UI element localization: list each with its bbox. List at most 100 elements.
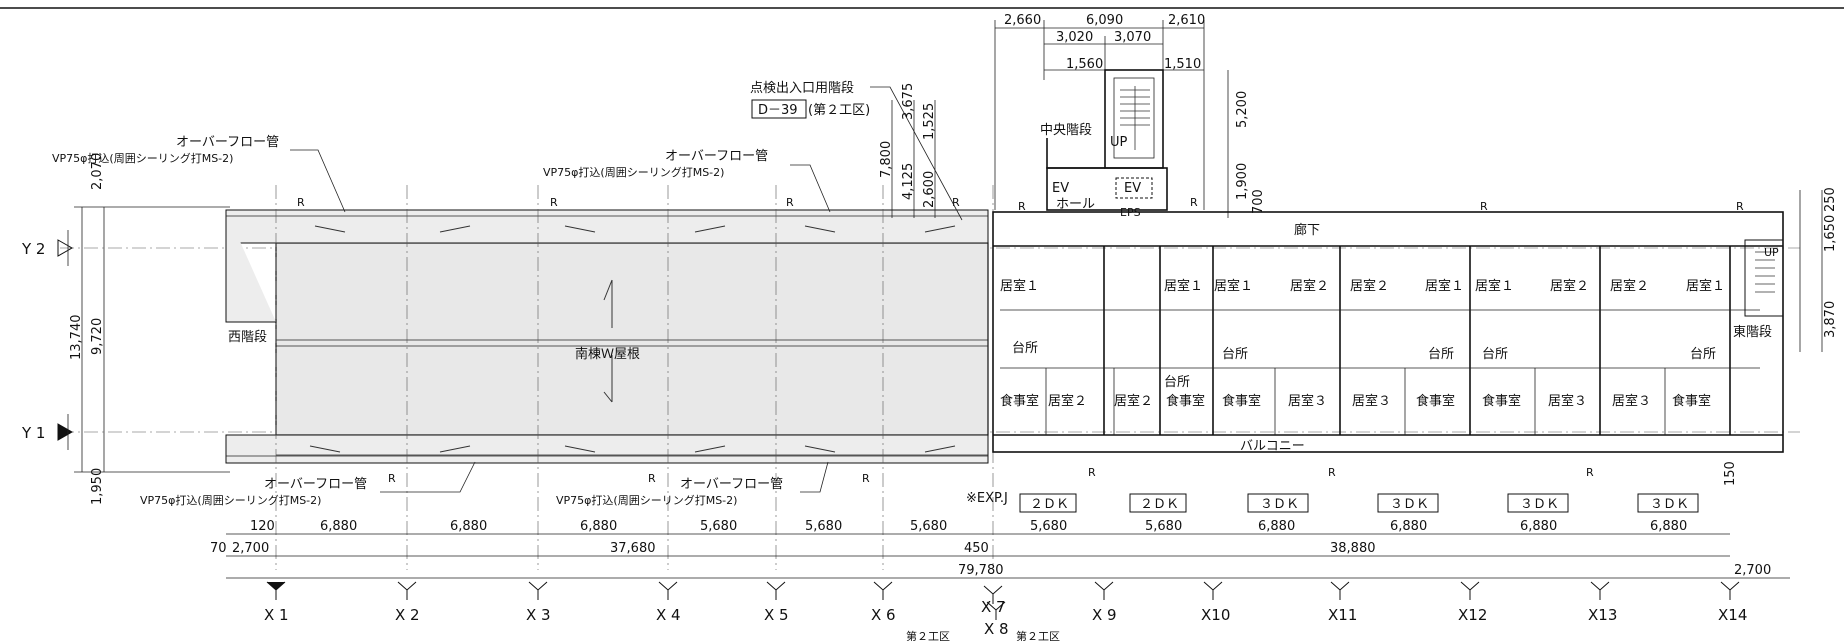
axis-marker <box>766 581 786 600</box>
svg-text:R: R <box>1328 466 1336 479</box>
axis-x-label: X 9 <box>1092 606 1117 624</box>
stair-dimensions: 3,675 1,525 7,800 4,125 2,600 5,200 1,90… <box>879 70 1266 218</box>
dim-5200: 5,200 <box>1235 91 1250 128</box>
bottom-dimension-chains: 120 6,880 6,880 6,880 5,680 5,680 5,680 … <box>210 519 1790 579</box>
svg-text:居室１: 居室１ <box>1475 278 1514 294</box>
dim-2070: 2,070 <box>90 153 105 190</box>
svg-text:2,700: 2,700 <box>232 541 269 556</box>
axis-x-label: X 3 <box>526 606 551 624</box>
svg-text:R: R <box>1736 200 1744 213</box>
svg-text:R: R <box>550 196 558 209</box>
corridor-label: 廊下 <box>1294 222 1320 238</box>
svg-text:２ＤＫ: ２ＤＫ <box>1140 497 1179 512</box>
axis-marker <box>528 581 548 600</box>
svg-text:R: R <box>786 196 794 209</box>
axis-marker <box>1590 581 1610 600</box>
dim-7800: 7,800 <box>879 141 894 178</box>
vp75-note-4: VP75φ打込(周囲シーリング打MS-2) <box>556 493 737 507</box>
svg-text:居室１: 居室１ <box>1164 278 1203 294</box>
axis-x-label: X10 <box>1201 606 1230 624</box>
dim-1510: 1,510 <box>1164 57 1201 72</box>
axis-x-label: X 8 <box>984 620 1009 638</box>
svg-text:120: 120 <box>250 519 275 534</box>
svg-text:5,680: 5,680 <box>1030 519 1067 534</box>
svg-text:2,700: 2,700 <box>1734 563 1771 578</box>
svg-text:6,880: 6,880 <box>1390 519 1427 534</box>
svg-text:5,680: 5,680 <box>700 519 737 534</box>
svg-text:R: R <box>952 196 960 209</box>
svg-text:台所: 台所 <box>1690 347 1716 362</box>
right-dimensions: 250 1,650 3,870 150 <box>1723 187 1838 486</box>
svg-text:R: R <box>1586 466 1594 479</box>
svg-text:居室２: 居室２ <box>1290 278 1329 294</box>
svg-text:38,880: 38,880 <box>1330 541 1376 556</box>
dim-6090: 6,090 <box>1086 13 1123 28</box>
axis-x-label: X 6 <box>871 606 896 624</box>
svg-text:R: R <box>1018 200 1026 213</box>
overflow-note-1: オーバーフロー管 <box>176 135 279 150</box>
svg-text:台所: 台所 <box>1482 347 1508 362</box>
svg-text:居室１: 居室１ <box>1214 278 1253 294</box>
axis-x-label: X14 <box>1718 606 1747 624</box>
svg-text:３ＤＫ: ３ＤＫ <box>1650 497 1689 512</box>
svg-text:R: R <box>648 472 656 485</box>
dim-2660: 2,660 <box>1004 13 1041 28</box>
dim-3020: 3,020 <box>1056 30 1093 45</box>
svg-text:6,880: 6,880 <box>450 519 487 534</box>
left-dimension-lines: 2,070 13,740 9,720 1,950 <box>69 153 230 505</box>
dim-700: 700 <box>1251 189 1266 214</box>
svg-text:食事室: 食事室 <box>1166 393 1205 409</box>
dim-3870: 3,870 <box>1823 301 1838 338</box>
footer-text-2: 第２工区 <box>1016 629 1060 641</box>
svg-text:450: 450 <box>964 541 989 556</box>
svg-text:R: R <box>1190 196 1198 209</box>
overflow-note-4: オーバーフロー管 <box>680 477 783 492</box>
svg-text:台所: 台所 <box>1164 375 1190 390</box>
dim-9720: 9,720 <box>90 318 105 355</box>
svg-text:居室１: 居室１ <box>1686 278 1725 294</box>
svg-text:R: R <box>388 472 396 485</box>
svg-text:居室２: 居室２ <box>1114 393 1153 409</box>
svg-text:食事室: 食事室 <box>1222 393 1261 409</box>
svg-text:R: R <box>862 472 870 485</box>
dim-250: 250 <box>1823 187 1838 212</box>
axis-marker <box>1203 581 1223 600</box>
svg-text:R: R <box>1088 466 1096 479</box>
svg-text:6,880: 6,880 <box>1520 519 1557 534</box>
axis-x-label: X13 <box>1588 606 1617 624</box>
svg-text:居室２: 居室２ <box>1048 393 1087 409</box>
ev-hall-label: ホール <box>1056 197 1095 212</box>
axis-marker <box>873 581 893 600</box>
up-east-label: UP <box>1764 246 1779 259</box>
dim-2600: 2,600 <box>922 171 937 208</box>
svg-text:居室１: 居室１ <box>1000 278 1039 294</box>
dim-13740: 13,740 <box>69 315 84 361</box>
svg-text:居室３: 居室３ <box>1288 393 1327 409</box>
ev-label-2: EV <box>1124 181 1141 196</box>
overflow-notes: オーバーフロー管 VP75φ打込(周囲シーリング打MS-2) オーバーフロー管 … <box>52 135 831 507</box>
svg-text:5,680: 5,680 <box>1145 519 1182 534</box>
vp75-note-2: VP75φ打込(周囲シーリング打MS-2) <box>543 165 724 179</box>
svg-text:5,680: 5,680 <box>910 519 947 534</box>
svg-text:居室２: 居室２ <box>1350 278 1389 294</box>
east-building-plan: 廊下 バルコニー UP 東階段 <box>992 211 1784 454</box>
overflow-note-2: オーバーフロー管 <box>665 149 768 164</box>
svg-text:居室１: 居室１ <box>1425 278 1464 294</box>
axis-marker <box>1094 581 1114 600</box>
svg-text:２ＤＫ: ２ＤＫ <box>1030 497 1069 512</box>
svg-text:79,780: 79,780 <box>958 563 1004 578</box>
svg-text:6,880: 6,880 <box>1258 519 1295 534</box>
center-stair-label: 中央階段 <box>1040 123 1092 138</box>
axis-marker <box>1720 581 1740 600</box>
overflow-note-3: オーバーフロー管 <box>264 477 367 492</box>
axis-x-label: X 1 <box>264 606 289 624</box>
d39-label: D－39 <box>758 103 798 118</box>
dim-1560: 1,560 <box>1066 57 1103 72</box>
svg-text:居室２: 居室２ <box>1610 278 1649 294</box>
svg-text:台所: 台所 <box>1012 341 1038 356</box>
axis-marker <box>397 581 417 600</box>
svg-text:３ＤＫ: ３ＤＫ <box>1520 497 1559 512</box>
inspection-stair-note: 点検出入口用階段 D－39 (第２工区) <box>750 81 963 221</box>
